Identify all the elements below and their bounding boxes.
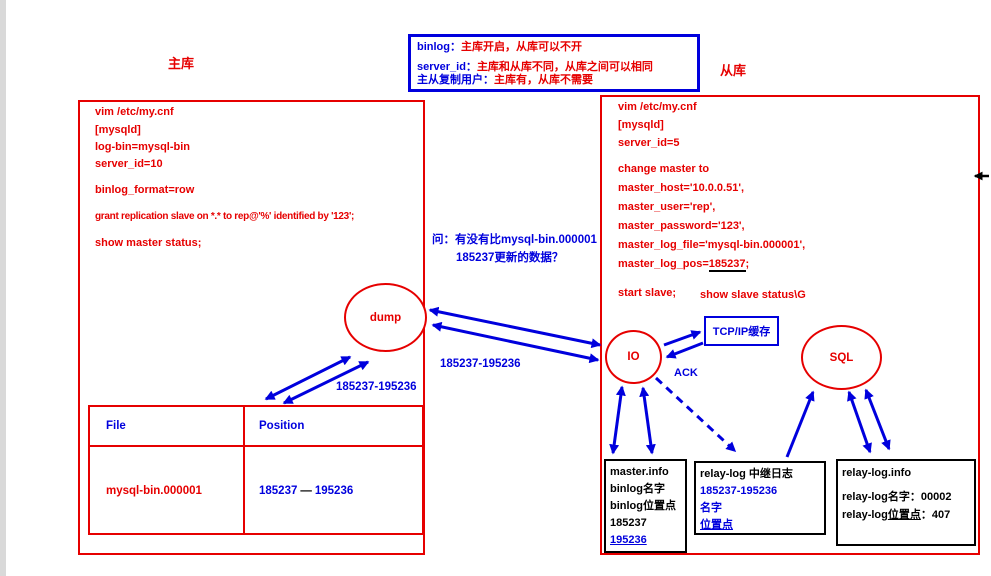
io-label: IO <box>627 351 640 363</box>
left-edge-strip <box>0 0 6 576</box>
master-config-line-showstatus: show master status; <box>95 237 202 249</box>
ack-label: ACK <box>674 367 698 379</box>
slave-config-line-masterlogfile: master_log_file='mysql-bin.000001', <box>618 239 806 251</box>
master-info-pos-start: 185237 <box>610 517 647 529</box>
relay-log-info-pos-value: 407 <box>931 509 951 521</box>
range-label-dump-io: 185237-195236 <box>440 358 521 370</box>
relay-log-info-name-line: relay-log名字：00002 <box>842 488 970 506</box>
relay-log-info-name-value: 00002 <box>920 491 952 503</box>
relay-log-info-pos-label-b: 位置点 <box>887 509 921 521</box>
master-config-line-mysqld: [mysqld] <box>95 124 141 136</box>
tcpip-label: TCP/IP缓存 <box>712 326 771 338</box>
relay-log-info-box: relay-log.info relay-log名字：00002 relay-l… <box>836 459 976 546</box>
relay-log-range: 185237-195236 <box>700 485 778 497</box>
note-binlog-text: 主库开启，从库可以不开 <box>461 41 582 53</box>
note-line-binlog: binlog：主库开启，从库可以不开 <box>417 41 691 54</box>
position-end-value: 195236 <box>314 485 354 497</box>
position-start-value: 185237 <box>259 485 298 497</box>
slave-section-label: 从库 <box>720 63 747 78</box>
question-line-2: 185237更新的数据？ <box>456 252 564 264</box>
master-info-box: master.info binlog名字 binlog位置点 185237 19… <box>604 459 687 553</box>
relay-log-name: 名字 <box>700 502 722 514</box>
logpos-value: 185237 <box>708 258 746 272</box>
slave-config-line-masterlogpos: master_log_pos=185237; <box>618 258 750 272</box>
dump-label: dump <box>369 311 402 324</box>
table-header-row: File Position <box>90 407 422 447</box>
slave-config-line-startslave: start slave; <box>618 287 677 299</box>
note-serverid-text: 主库和从库不同，从库之间可以相同 <box>476 61 653 73</box>
note-box: binlog：主库开启，从库可以不开 server_id：主库和从库不同，从库之… <box>408 34 700 92</box>
sql-thread-node: SQL <box>801 325 882 390</box>
table-cell-position: 185237—195236 <box>245 447 422 535</box>
relay-log-info-name-label: relay-log名字： <box>842 491 921 503</box>
master-section-label: 主库 <box>168 56 195 71</box>
tcpip-cache-box: TCP/IP缓存 <box>704 316 779 346</box>
master-config-line-grant: grant replication slave on *.* to rep@'%… <box>95 211 355 222</box>
master-config-line-binlogformat: binlog_format=row <box>95 184 195 196</box>
master-info-title: master.info <box>610 466 669 478</box>
relay-log-info-pos-sep: ： <box>920 509 932 521</box>
master-status-table: File Position mysql-bin.000001 185237—19… <box>88 405 424 535</box>
note-repl-user-text: 主库有，从库不需要 <box>494 74 593 86</box>
master-info-binlog-name: binlog名字 <box>610 483 665 495</box>
slave-config-line-changemaster: change master to <box>618 163 710 175</box>
master-info-pos-end: 195236 <box>610 534 647 546</box>
logpos-prefix: master_log_pos= <box>618 258 709 270</box>
slave-config-line-serverid: server_id=5 <box>618 137 680 149</box>
master-config-line-vim: vim /etc/my.cnf <box>95 106 174 118</box>
master-config-line-serverid: server_id=10 <box>95 158 163 170</box>
table-data-row: mysql-bin.000001 185237—195236 <box>90 447 422 535</box>
slave-config-line-masteruser: master_user='rep', <box>618 201 716 213</box>
master-config-line-logbin: log-bin=mysql-bin <box>95 141 191 153</box>
position-dash: — <box>300 485 312 497</box>
dump-thread-node: dump <box>344 283 427 352</box>
relay-log-info-pos-line: relay-log位置点：407 <box>842 506 970 524</box>
slave-config-line-masterhost: master_host='10.0.0.51', <box>618 182 745 194</box>
sql-label: SQL <box>829 351 854 364</box>
note-repl-user-label: 主从复制用户： <box>417 74 494 86</box>
relay-log-box: relay-log 中继日志 185237-195236 名字 位置点 <box>694 461 826 535</box>
io-thread-node: IO <box>605 330 662 384</box>
relay-log-info-title: relay-log.info <box>842 467 912 479</box>
master-info-binlog-pos: binlog位置点 <box>610 500 676 512</box>
table-header-file: File <box>90 407 245 445</box>
relay-log-info-pos-label-a: relay-log <box>842 509 888 521</box>
slave-config-line-showslavestatus: show slave status\G <box>700 289 806 301</box>
note-line-serverid: server_id：主库和从库不同，从库之间可以相同 <box>417 61 691 74</box>
relay-log-pos: 位置点 <box>700 519 733 531</box>
note-serverid-label: server_id： <box>417 61 477 73</box>
question-line-1: 问：有没有比mysql-bin.000001 <box>432 234 597 246</box>
slave-config-line-vim: vim /etc/my.cnf <box>618 101 697 113</box>
table-cell-file: mysql-bin.000001 <box>90 447 245 535</box>
range-label-dump-table: 185237-195236 <box>336 381 417 393</box>
relay-log-title: relay-log 中继日志 <box>700 468 793 480</box>
note-binlog-label: binlog： <box>417 41 461 53</box>
arrow-dump-io-lower <box>431 321 600 364</box>
table-header-position: Position <box>259 420 305 432</box>
note-line-repl-user: 主从复制用户：主库有，从库不需要 <box>417 74 691 87</box>
slave-config-line-masterpassword: master_password='123', <box>618 220 745 232</box>
logpos-suffix: ; <box>745 258 750 270</box>
slave-config-line-mysqld: [mysqld] <box>618 119 664 131</box>
arrow-dump-io-upper <box>428 306 602 349</box>
